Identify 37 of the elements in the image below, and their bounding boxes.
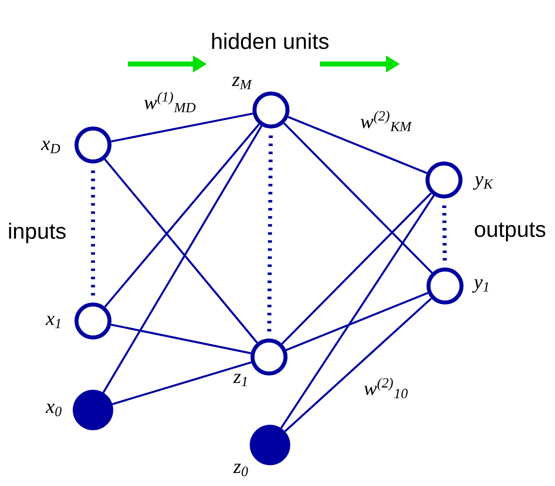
connection-line — [283, 122, 433, 274]
connection-line — [112, 361, 252, 406]
layer-label: outputs — [474, 222, 546, 242]
filled-circle — [72, 390, 114, 430]
layer-label: hidden units — [212, 32, 328, 50]
connection-line — [102, 125, 262, 394]
unit-circle — [250, 338, 288, 376]
node-label: x$_{D}$ — [41, 140, 60, 154]
layer-label: inputs — [9, 222, 66, 244]
connection-line — [110, 324, 252, 354]
connection-line — [110, 112, 254, 142]
filled-circle — [250, 424, 290, 466]
edge-label: w$^{(1)}$MD — [142, 90, 198, 114]
node-label: z$_{M}$ — [232, 76, 252, 90]
edge-label: w$^{(2)}$KM — [359, 110, 413, 132]
node-label: z$_{1}$ — [233, 374, 247, 386]
unit-circle — [426, 162, 462, 198]
unit-circle — [252, 92, 290, 128]
node-label: x$_{1}$ — [46, 316, 60, 328]
dotted-line — [442, 205, 447, 261]
connection-line — [280, 194, 435, 429]
connection-line — [281, 192, 432, 345]
dotted-line — [91, 170, 95, 296]
unit-circle — [74, 126, 112, 164]
node-label: z$_{0}$ — [233, 464, 248, 476]
connection-line — [288, 116, 428, 174]
dotted-line — [267, 135, 273, 332]
edge-label: w$^{(2)}$10 — [362, 376, 410, 400]
unit-circle — [74, 302, 112, 340]
node-label: y$_{1}$ — [472, 279, 488, 293]
connection-line — [284, 298, 432, 432]
connection-line — [104, 124, 260, 308]
node-label: x$_{0}$ — [46, 404, 62, 416]
connection-line — [104, 158, 258, 344]
connection-line — [286, 292, 428, 351]
unit-circle — [426, 268, 464, 304]
node-label: y$_{K}$ — [472, 176, 494, 190]
